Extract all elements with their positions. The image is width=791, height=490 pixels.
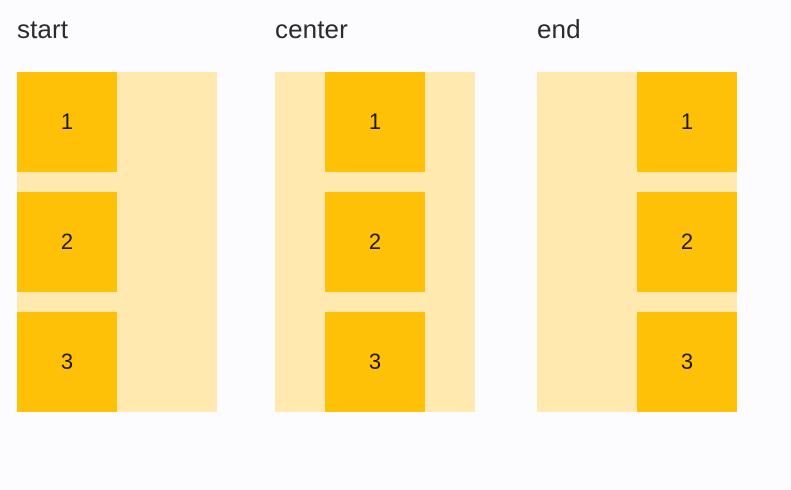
flex-item: 1: [17, 72, 117, 172]
flex-item-label: 3: [680, 349, 694, 374]
flex-item-label: 2: [680, 229, 694, 254]
flex-item: 2: [17, 192, 117, 292]
flex-item-label: 1: [60, 109, 74, 134]
group-label-end: end: [537, 14, 581, 44]
flex-item-label: 2: [368, 229, 382, 254]
group-label-start: start: [17, 14, 69, 44]
flex-item-label: 1: [368, 109, 382, 134]
flex-item-label: 1: [680, 109, 694, 134]
flex-container-end: 1 2 3: [537, 72, 737, 412]
flex-item: 2: [637, 192, 737, 292]
flex-item-label: 2: [60, 229, 74, 254]
flex-item: 3: [637, 312, 737, 412]
flex-container-start: 1 2 3: [17, 72, 217, 412]
flex-item: 1: [637, 72, 737, 172]
flex-item: 2: [325, 192, 425, 292]
group-label-center: center: [275, 14, 348, 44]
flex-container-center: 1 2 3: [275, 72, 475, 412]
flex-item: 1: [325, 72, 425, 172]
flex-item: 3: [325, 312, 425, 412]
flex-item-label: 3: [368, 349, 382, 374]
flex-item: 3: [17, 312, 117, 412]
flex-item-label: 3: [60, 349, 74, 374]
